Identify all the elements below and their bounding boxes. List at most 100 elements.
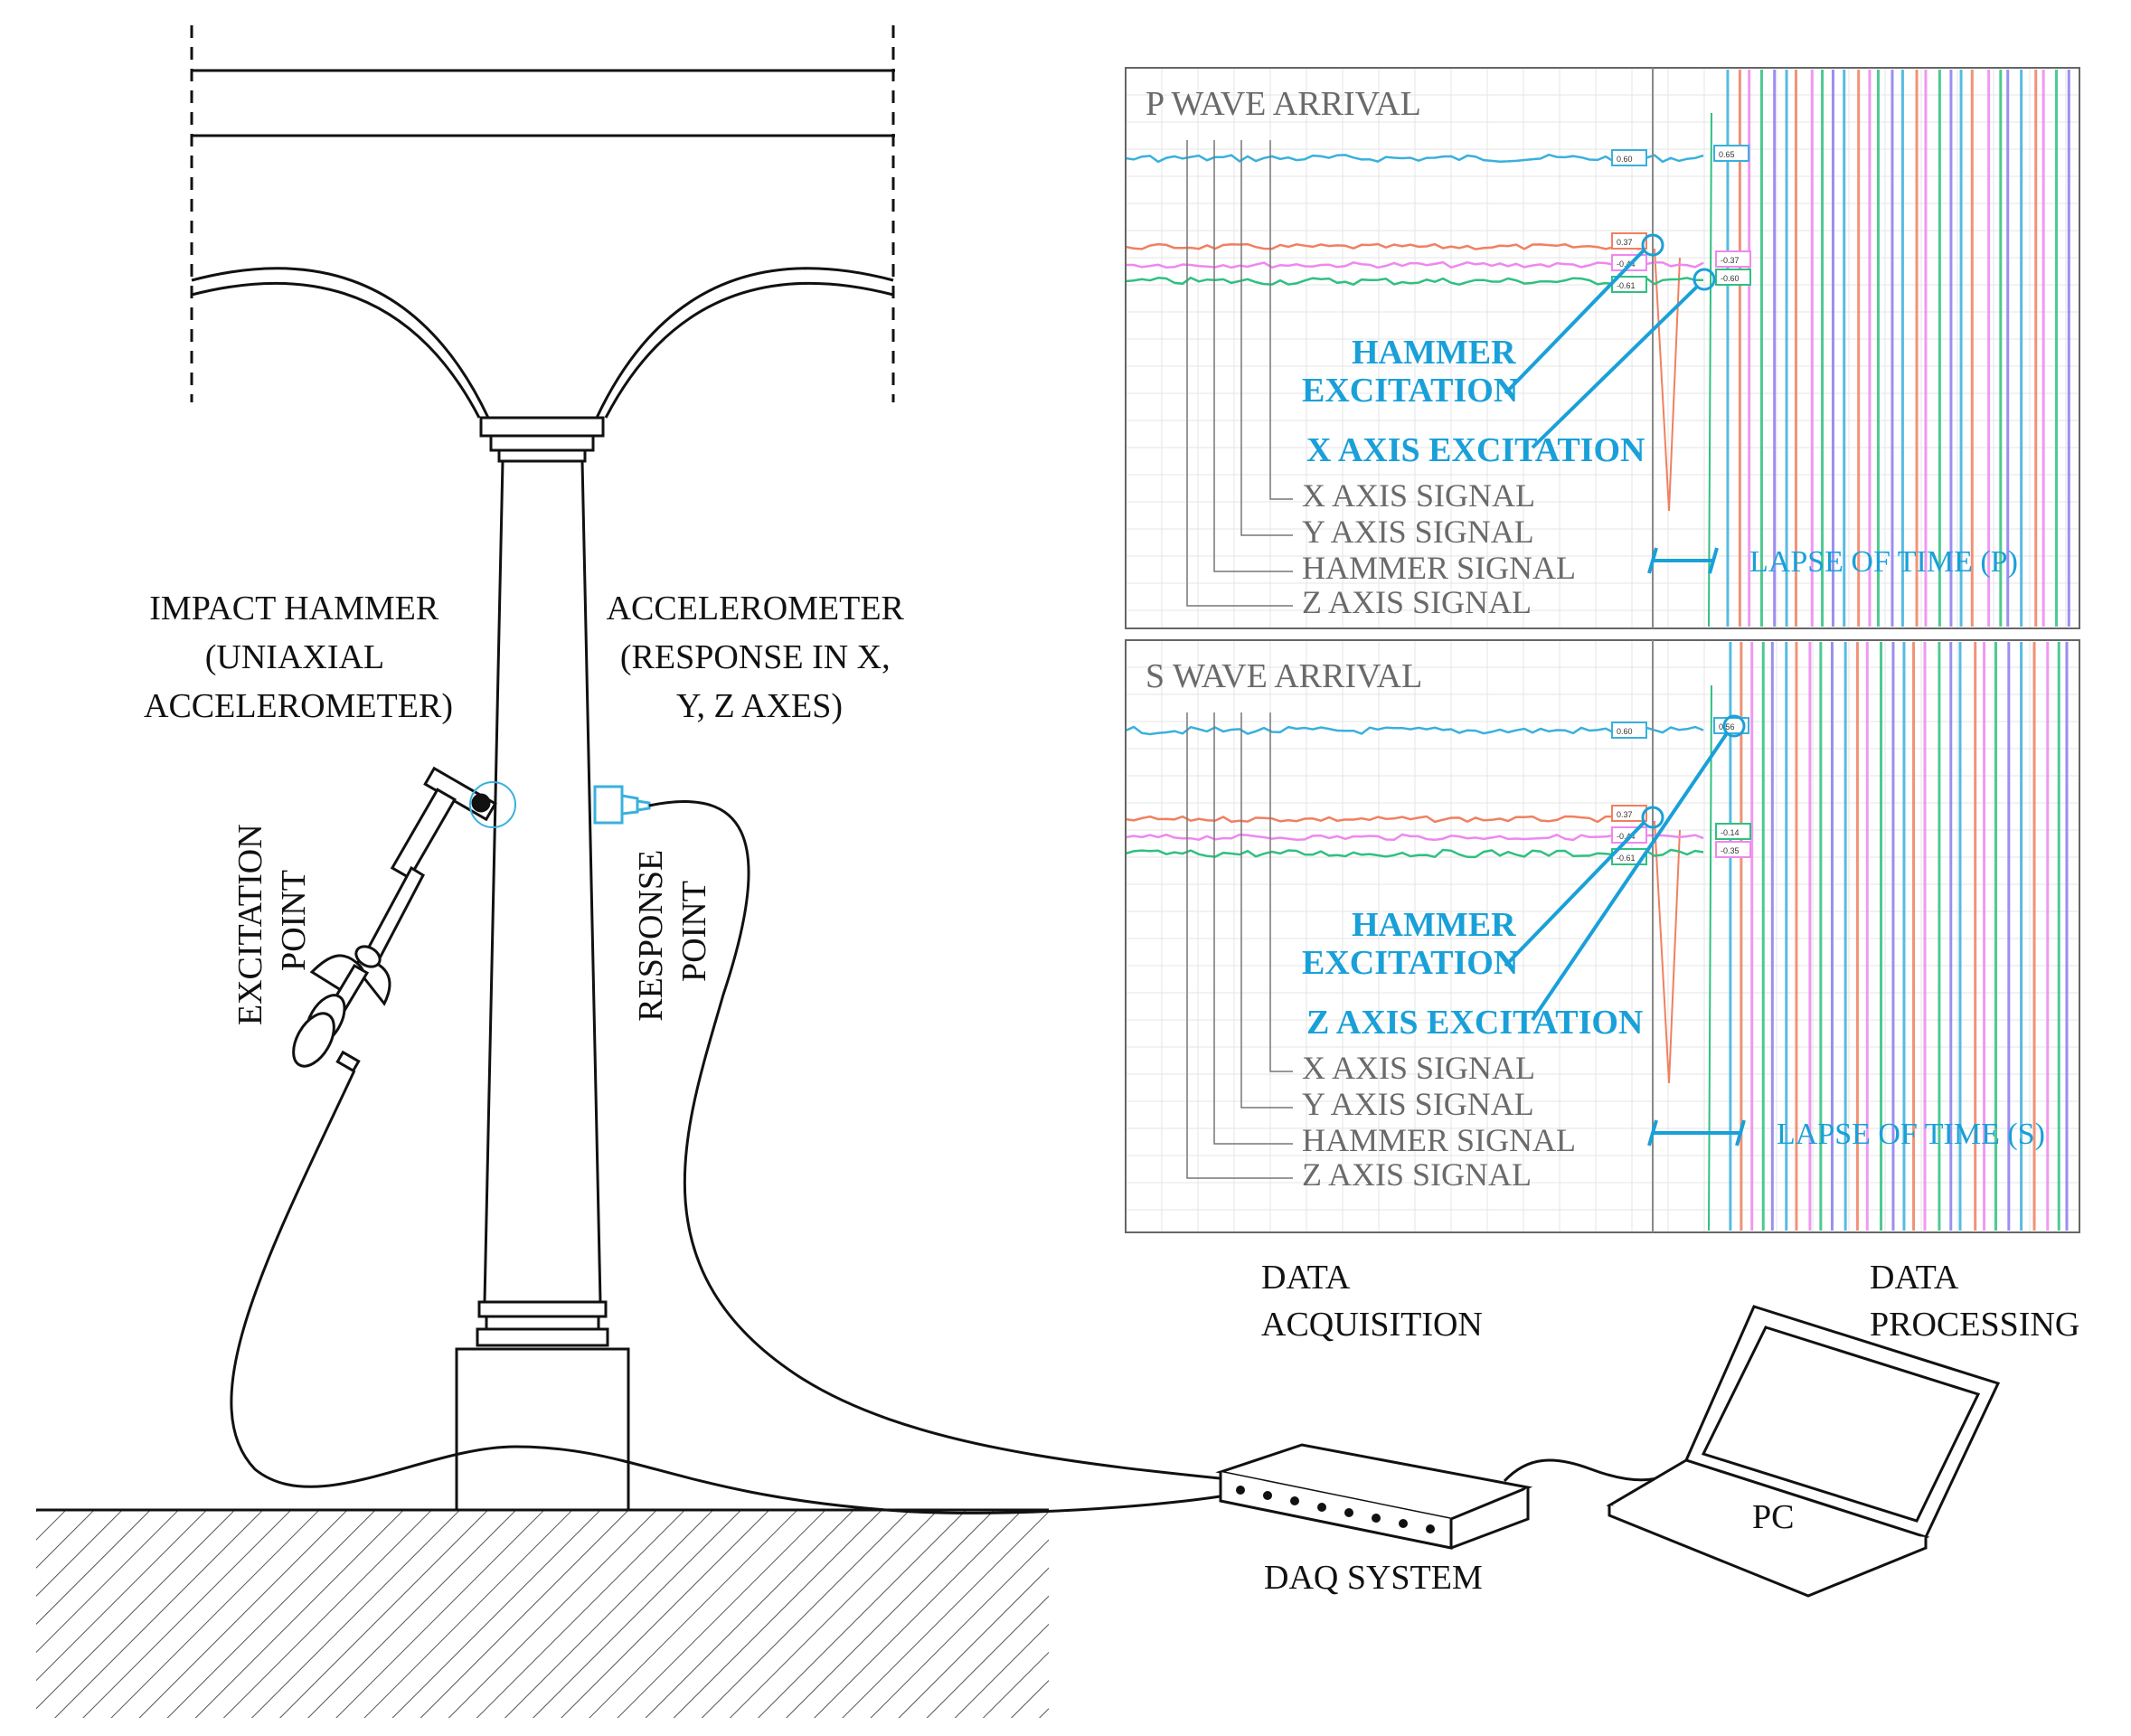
value-text: -0.14 <box>1721 828 1740 837</box>
z-value-after: 0.56 <box>1713 717 1749 734</box>
processing-spikes <box>1726 70 2070 627</box>
impact-hammer-label: IMPACT HAMMER (UNIAXIAL ACCELEROMETER) <box>144 590 453 725</box>
hammer-value-before: 0.37 <box>1611 805 1647 822</box>
arch-left-inner <box>191 281 481 419</box>
arrival-spike <box>1708 684 1712 1231</box>
processing-spikes <box>1729 642 2069 1231</box>
response-point-label: RESPONSE POINT <box>632 841 713 1022</box>
arch-right-inner <box>604 281 894 419</box>
hammer-excitation-marker <box>1641 806 1664 829</box>
value-text: -0.61 <box>1617 854 1636 863</box>
axis-excitation-leader <box>1531 285 1699 449</box>
y-value-before: -0.44 <box>1611 826 1647 844</box>
panel-grid <box>1126 68 2079 628</box>
hammer-value-before: 0.37 <box>1611 232 1647 250</box>
daq-system-icon <box>1215 1443 1533 1550</box>
signal-label: Y AXIS SIGNAL <box>1302 1086 1534 1122</box>
accelerometer-label: ACCELEROMETER (RESPONSE IN X, Y, Z AXES) <box>607 590 913 725</box>
daq-to-pc-cable <box>1503 1458 1674 1483</box>
capital-abacus <box>479 416 605 438</box>
hammer-cable <box>230 1070 1247 1514</box>
signal-label: X AXIS SIGNAL <box>1302 477 1535 514</box>
pc-label: PC <box>1752 1498 1794 1536</box>
value-box <box>1611 232 1647 250</box>
signal-leader <box>1269 140 1293 500</box>
value-box <box>1715 841 1751 858</box>
accelerometer-icon <box>593 785 651 825</box>
signal-label: HAMMER SIGNAL <box>1302 1122 1576 1158</box>
lapse-of-time-label: LAPSE OF TIME (P) <box>1749 545 2018 579</box>
lapse-of-time-marker <box>1647 1119 1746 1146</box>
y-value-after: -0.14 <box>1715 823 1751 840</box>
value-text: 0.37 <box>1617 238 1633 247</box>
arch-left-outer <box>191 267 490 419</box>
signal-leader <box>1240 140 1293 536</box>
axis-excitation-leader <box>1531 731 1729 1022</box>
excitation-point-marker <box>469 781 516 828</box>
x-value-after: -0.60 <box>1715 269 1751 286</box>
z-value-before: 0.60 <box>1611 149 1647 166</box>
z-value-before: 0.60 <box>1611 722 1647 739</box>
pc-laptop-icon <box>1606 1305 2001 1598</box>
value-text: -0.61 <box>1617 281 1636 290</box>
lapse-tick-start <box>1647 547 1658 574</box>
z-signal-trace <box>1125 153 1704 164</box>
y-value-after: -0.37 <box>1715 250 1751 268</box>
value-text: -0.37 <box>1721 256 1740 265</box>
excitation-point-label: EXCITATION POINT <box>231 816 313 1025</box>
x-value-after: -0.35 <box>1715 841 1751 858</box>
signal-label: Y AXIS SIGNAL <box>1302 514 1534 550</box>
hammer-excitation-leader <box>1504 821 1645 967</box>
value-box <box>1611 722 1647 739</box>
plinth <box>455 1347 630 1512</box>
arch-right-outer <box>595 267 894 419</box>
y-signal-trace <box>1126 260 1704 269</box>
axis-excitation-marker <box>1693 268 1716 291</box>
z-signal-trace <box>1125 725 1704 736</box>
hammer-impact-dip <box>1654 820 1681 1084</box>
signal-leader <box>1240 712 1293 1109</box>
lapse-tick-start <box>1647 1119 1658 1146</box>
panel-title: P WAVE ARRIVAL <box>1146 85 1421 123</box>
value-text: 0.60 <box>1617 727 1633 736</box>
accelerometer-cable <box>648 800 1247 1483</box>
lapse-of-time-marker <box>1647 547 1719 574</box>
panel-title: S WAVE ARRIVAL <box>1146 657 1422 695</box>
figure-labels: IMPACT HAMMER (UNIAXIAL ACCELEROMETER) A… <box>144 590 2079 1597</box>
hammer-excitation-marker <box>1641 233 1664 257</box>
value-box <box>1715 250 1751 268</box>
value-text: -0.60 <box>1721 274 1740 283</box>
value-box <box>1713 145 1749 162</box>
x-signal-trace <box>1125 848 1704 859</box>
axis-excitation-marker <box>1722 714 1746 738</box>
value-text: -0.35 <box>1721 846 1740 855</box>
arrival-spike <box>1708 112 1712 627</box>
capital-echinus <box>489 434 595 452</box>
ground-hatch <box>36 1510 1049 1718</box>
signal-label: Z AXIS SIGNAL <box>1302 1156 1532 1193</box>
value-text: 0.37 <box>1617 810 1633 819</box>
base-ring-1 <box>477 1300 608 1318</box>
signal-label: HAMMER SIGNAL <box>1302 550 1576 586</box>
lapse-tick-end <box>1708 547 1719 574</box>
capital-neck <box>497 448 587 463</box>
value-box <box>1713 717 1749 734</box>
value-box <box>1611 805 1647 822</box>
ground <box>36 1508 1049 1718</box>
data-processing-label: DATA PROCESSING <box>1870 1259 2079 1344</box>
value-box <box>1715 823 1751 840</box>
y-signal-trace <box>1125 833 1704 842</box>
axis-excitation-label: Z AXIS EXCITATION <box>1306 1004 1643 1042</box>
value-text: 0.56 <box>1719 722 1735 731</box>
lapse-of-time-label: LAPSE OF TIME (S) <box>1777 1118 2045 1151</box>
panel-frame <box>1125 67 2080 629</box>
base-ring-2 <box>485 1315 600 1331</box>
daq-system-label: DAQ SYSTEM <box>1264 1559 1483 1597</box>
base-ring-3 <box>476 1327 609 1347</box>
